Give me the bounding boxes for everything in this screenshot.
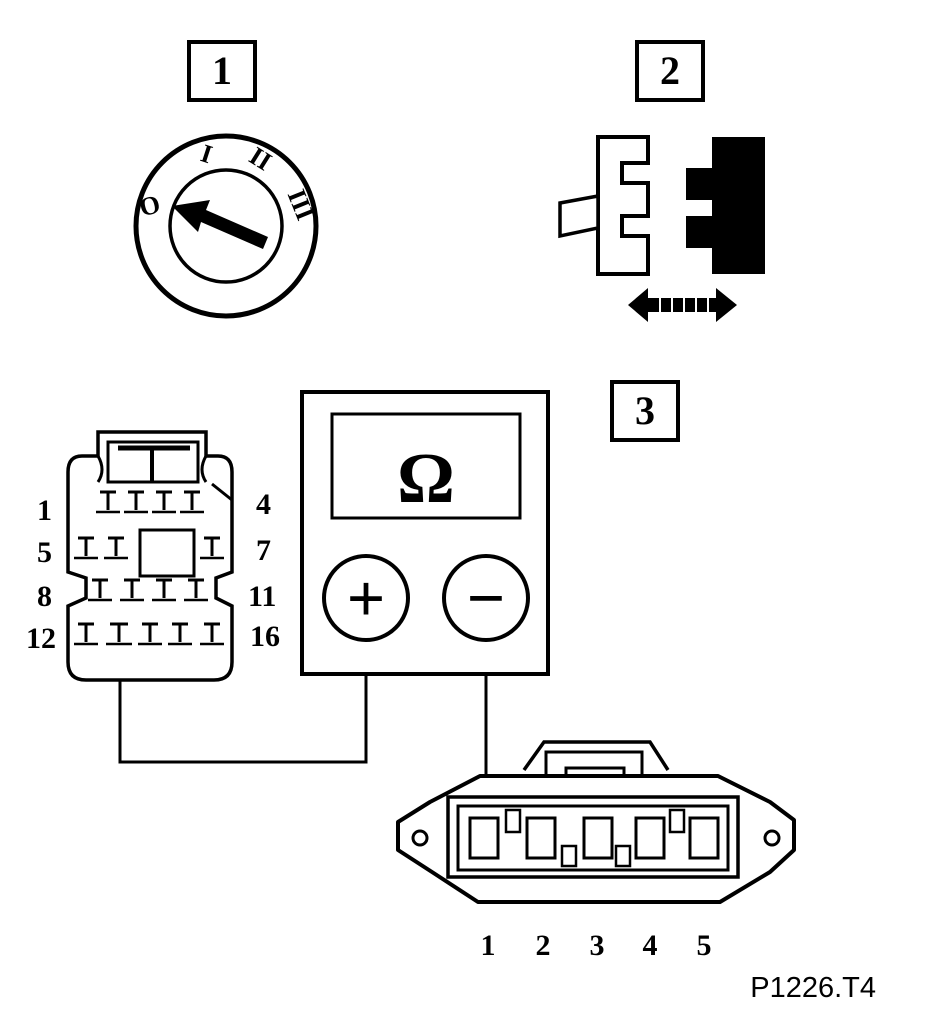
pin-label-11: 11 (248, 580, 276, 613)
connector-5-pin-labels: 1 2 3 4 5 (481, 929, 712, 962)
step-2-box: 2 (635, 40, 705, 102)
pin5-label-1: 1 (481, 929, 496, 962)
step-1-box: 1 (187, 40, 257, 102)
connector-5-pin (396, 740, 796, 904)
step-1-label: 1 (212, 48, 232, 93)
pin5-label-2: 2 (536, 929, 551, 962)
pin5-label-3: 3 (590, 929, 605, 962)
ohmmeter: Ω + − (300, 390, 550, 676)
figure-id: P1226.T4 (750, 972, 876, 1004)
minus-icon: − (467, 560, 506, 636)
pin5-label-4: 4 (643, 929, 658, 962)
pin-label-16: 16 (250, 620, 280, 653)
step-3-box: 3 (610, 380, 680, 442)
double-arrow-icon (628, 288, 737, 322)
positive-terminal: + (322, 554, 410, 642)
step-2-label: 2 (660, 48, 680, 93)
pin-label-7: 7 (256, 534, 271, 567)
pin-row-2 (74, 536, 224, 560)
pin-label-4: 4 (256, 488, 271, 521)
mounting-hole-right (763, 829, 781, 847)
pin-label-12: 12 (26, 622, 56, 655)
pin-row-1 (96, 490, 204, 514)
connector-16-pin (66, 430, 234, 682)
key-pointer-icon (172, 200, 268, 249)
connector-disconnect-icon (558, 135, 765, 322)
pin-row-4 (74, 622, 224, 646)
pin-label-5: 5 (37, 536, 52, 569)
pin-row-3 (88, 578, 208, 602)
step-3-label: 3 (635, 388, 655, 433)
mounting-hole-left (411, 829, 429, 847)
ohm-symbol: Ω (397, 438, 455, 518)
plus-icon: + (347, 560, 386, 636)
pin5-label-5: 5 (697, 929, 712, 962)
pin-label-8: 8 (37, 580, 52, 613)
positive-lead-wire (118, 618, 368, 764)
ohmmeter-display (330, 412, 522, 520)
connector-16-pin-labels: 1 5 8 12 4 7 11 16 (26, 488, 280, 655)
negative-terminal: − (442, 554, 530, 642)
ignition-switch: O I II III (133, 133, 320, 319)
pin-label-1: 1 (37, 494, 52, 527)
